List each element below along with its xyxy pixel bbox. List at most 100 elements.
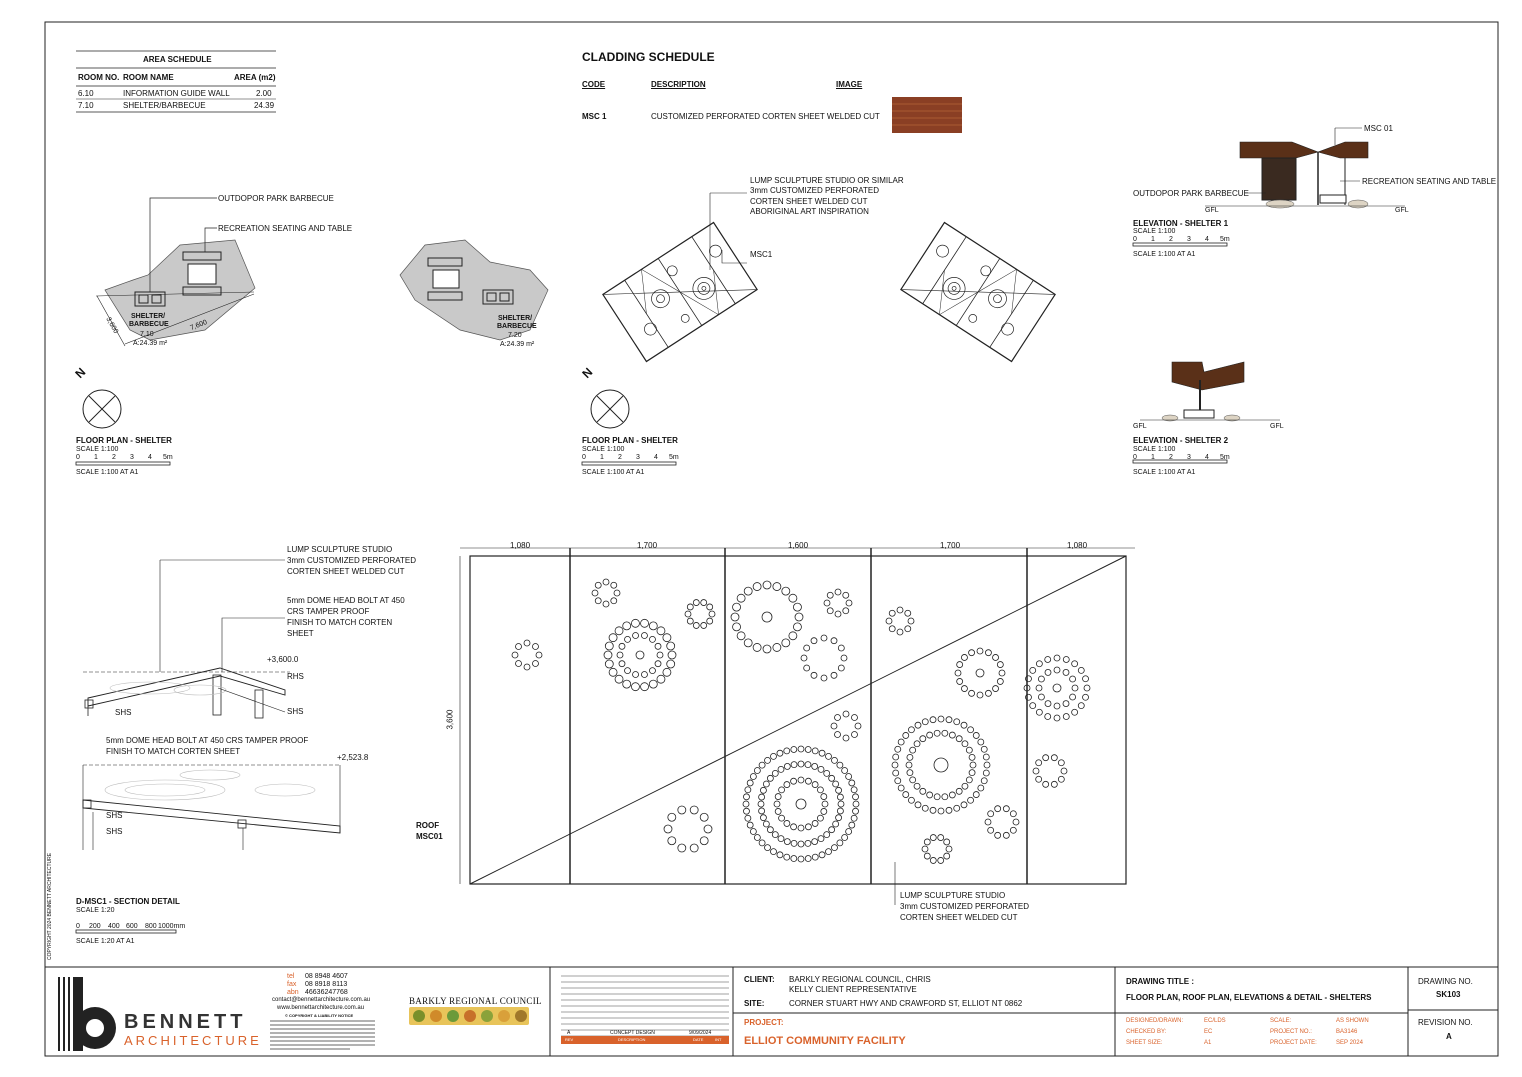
perforation-circle bbox=[604, 659, 614, 669]
roof-plan-1 bbox=[602, 221, 758, 363]
scale-label: 200 bbox=[89, 923, 101, 930]
perforation-circle bbox=[908, 796, 915, 804]
perforation-circle bbox=[1050, 780, 1058, 788]
perforation-circle bbox=[953, 804, 961, 812]
area-schedule-title: AREA SCHEDULE bbox=[143, 55, 212, 64]
perforation-circle bbox=[614, 674, 624, 684]
perforation-circle bbox=[649, 635, 656, 643]
perforation-circle bbox=[945, 845, 953, 853]
perforation-circle bbox=[730, 612, 740, 622]
perforation-circle bbox=[1009, 826, 1017, 834]
bolt-note: 5mm DOME HEAD BOLT AT 450 CRS TAMPER PRO… bbox=[106, 736, 309, 745]
perforation-circle bbox=[770, 752, 777, 760]
rhs-label: RHS bbox=[287, 672, 304, 681]
perforation-circle bbox=[837, 664, 845, 672]
perforation-circle bbox=[700, 599, 708, 606]
perforation-circle bbox=[817, 835, 825, 843]
perforation-circle bbox=[594, 597, 602, 605]
perforation-circle bbox=[831, 756, 838, 764]
project-name: ELLIOT COMMUNITY FACILITY bbox=[744, 1035, 906, 1047]
perforation-circle bbox=[783, 838, 791, 845]
room-area: A:24.39 m² bbox=[133, 340, 168, 347]
perforation-circle bbox=[926, 731, 934, 739]
perforation-circle bbox=[774, 793, 782, 800]
gfl-label: GFL bbox=[1133, 423, 1147, 430]
perforation-circle bbox=[919, 787, 927, 795]
perforation-circle bbox=[797, 855, 805, 863]
perforation-circle bbox=[743, 638, 753, 648]
perforation-circle bbox=[656, 674, 666, 684]
perforation-circle bbox=[892, 753, 900, 761]
perforation-circle bbox=[842, 734, 850, 742]
panel-dimension: 1,080 bbox=[510, 541, 531, 550]
perforation-circle bbox=[1035, 660, 1043, 668]
perforation-circle bbox=[965, 746, 973, 754]
perforation-circle bbox=[743, 586, 753, 596]
perforation-circle bbox=[1053, 714, 1061, 722]
perforation-circle bbox=[535, 651, 543, 659]
panel-height: 3,600 bbox=[445, 709, 455, 730]
perforation-circle bbox=[832, 820, 840, 828]
website-link[interactable]: www.bennettarchitecture.com.au bbox=[277, 1005, 365, 1011]
perforation-circle bbox=[1023, 684, 1031, 692]
perforation-circle bbox=[1053, 702, 1061, 710]
perforation-circle bbox=[797, 745, 805, 753]
perforation-circle bbox=[790, 746, 798, 753]
perforation-circle bbox=[956, 678, 964, 685]
annotation: 3mm CUSTOMIZED PERFORATED bbox=[750, 186, 880, 195]
revision-header: REV bbox=[565, 1037, 574, 1042]
perforation-circle bbox=[892, 769, 900, 777]
perforation-circle bbox=[996, 678, 1004, 685]
drawing-title: D-MSC1 - SECTION DETAIL bbox=[76, 897, 180, 906]
perforation-circle bbox=[752, 582, 762, 591]
perforation-circle bbox=[790, 839, 798, 847]
perforation-circle bbox=[774, 808, 782, 815]
roof-plan-2 bbox=[900, 221, 1056, 363]
perforation-circle bbox=[1009, 810, 1017, 818]
scale-label: 3 bbox=[130, 454, 134, 461]
perforation-circle bbox=[834, 731, 841, 738]
perforation-circle bbox=[983, 761, 991, 769]
perforation-circle bbox=[1062, 656, 1070, 663]
perforation-circle bbox=[817, 786, 824, 794]
perforation-circle bbox=[603, 650, 613, 660]
revision-header: DATE bbox=[693, 1037, 704, 1042]
scale-label: SCALE: bbox=[1270, 1018, 1292, 1024]
cladding-description: CUSTOMIZED PERFORATED CORTEN SHEET WELDE… bbox=[651, 112, 880, 121]
perforation-circle bbox=[753, 767, 761, 774]
checked-value: EC bbox=[1204, 1029, 1213, 1035]
perforation-circle bbox=[929, 716, 937, 724]
perforation-circle bbox=[845, 773, 853, 780]
perforation-circle bbox=[776, 851, 784, 859]
perforation-circle bbox=[1035, 759, 1043, 767]
email-link[interactable]: contact@bennettarchitecture.com.au bbox=[272, 997, 371, 1003]
perforation-circle bbox=[896, 628, 904, 636]
perforation-circle bbox=[699, 812, 709, 822]
designed-label: DESIGNED/DRAWN: bbox=[1126, 1018, 1184, 1024]
roof-panel-elevation bbox=[459, 547, 1135, 905]
perforation-circle bbox=[736, 593, 746, 603]
perforation-circle bbox=[677, 843, 687, 853]
col-image: IMAGE bbox=[836, 80, 863, 89]
perforation-circle bbox=[631, 618, 640, 628]
scale-label: 5m bbox=[669, 454, 679, 461]
perforation-circle bbox=[783, 763, 791, 770]
perforation-circle bbox=[700, 622, 708, 629]
perforation-circle bbox=[845, 828, 853, 835]
perforation-circle bbox=[684, 610, 692, 618]
perforation-circle bbox=[761, 611, 773, 623]
perforation-circle bbox=[821, 800, 829, 808]
perforation-circle bbox=[1057, 775, 1065, 783]
client-line-1: BARKLY REGIONAL COUNCIL, CHRIS bbox=[789, 975, 931, 984]
perforation-circle bbox=[631, 682, 640, 692]
panel-dimension: 1,700 bbox=[637, 541, 658, 550]
perforation-circle bbox=[948, 731, 956, 739]
perforation-circle bbox=[1062, 700, 1070, 707]
perforation-circle bbox=[632, 671, 639, 678]
perforation-circle bbox=[933, 757, 949, 773]
perforation-circle bbox=[913, 740, 921, 748]
perforation-circle bbox=[937, 715, 945, 723]
perforation-circle bbox=[1002, 831, 1010, 839]
perforation-circle bbox=[933, 729, 941, 737]
